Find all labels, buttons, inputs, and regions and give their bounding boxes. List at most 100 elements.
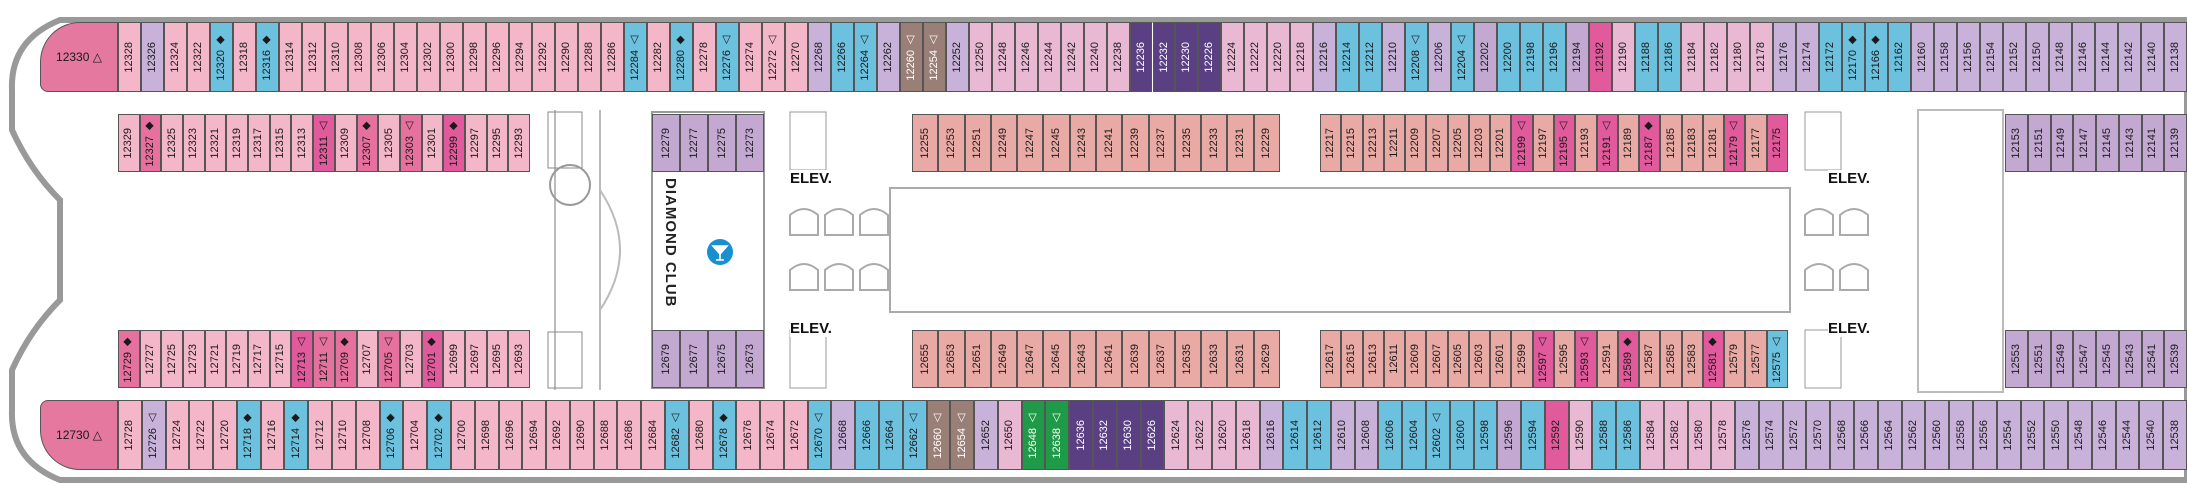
cabin[interactable]: 12545 [2096,330,2119,388]
cabin[interactable]: 12199 △ [1511,114,1533,172]
cabin[interactable]: 12688 [593,400,618,470]
cabin[interactable]: 12313 [291,114,314,172]
cabin[interactable]: 12254 △ [922,22,946,92]
cabin[interactable]: 12702 ◆ [427,400,451,470]
cabin[interactable]: 12188 [1635,22,1659,92]
cabin[interactable]: 12319 [226,114,249,172]
cabin[interactable]: 12312 [301,22,325,92]
cabin[interactable]: 12706 ◆ [379,400,404,470]
cabin[interactable]: 12651 [964,330,991,388]
cabin[interactable]: 12713 △ [291,330,314,388]
cabin[interactable]: 12146 [2072,22,2096,92]
cabin[interactable]: 12693 [508,330,530,388]
cabin[interactable]: 12584 [1640,400,1664,470]
cabin[interactable]: 12187 ◆ [1639,114,1661,172]
cabin[interactable]: 12329 [118,114,140,172]
cabin[interactable]: 12251 [964,114,991,172]
cabin[interactable]: 12603 [1468,330,1491,388]
cabin[interactable]: 12711 △ [313,330,335,388]
cabin[interactable]: 12626 [1140,400,1165,470]
cabin[interactable]: 12600 [1449,400,1474,470]
cabin[interactable]: 12324 [163,22,187,92]
cabin[interactable]: 12175 [1766,114,1788,172]
cabin[interactable]: 12224 [1221,22,1245,92]
cabin[interactable]: 12575 △ [1766,330,1788,388]
cabin[interactable]: 12183 [1681,114,1703,172]
cabin[interactable]: 12613 [1362,330,1384,388]
cabin[interactable]: 12635 [1174,330,1202,388]
cabin[interactable]: 12273 [736,114,764,172]
cabin[interactable]: 12566 [1854,400,1878,470]
cabin[interactable]: 12216 [1313,22,1337,92]
cabin[interactable]: 12233 [1201,114,1228,172]
cabin[interactable]: 12586 [1616,400,1641,470]
cabin[interactable]: 12241 [1096,114,1123,172]
cabin[interactable]: 12698 [474,400,499,470]
cabin[interactable]: 12203 [1468,114,1491,172]
cabin[interactable]: 12154 [1980,22,2004,92]
cabin[interactable]: 12668 [831,400,856,470]
cabin[interactable]: 12248 [991,22,1015,92]
cabin[interactable]: 12710 [332,400,356,470]
cabin[interactable]: 12290 [554,22,578,92]
cabin[interactable]: 12253 [938,114,965,172]
cabin[interactable]: 12655 [912,330,939,388]
cabin[interactable]: 12204 △ [1451,22,1475,92]
cabin[interactable]: 12243 [1069,114,1096,172]
cabin[interactable]: 12148 [2049,22,2073,92]
bow-suite[interactable]: 12730 △ [40,400,118,470]
cabin[interactable]: 12631 [1227,330,1254,388]
cabin[interactable]: 12652 [974,400,998,470]
cabin[interactable]: 12230 [1175,22,1199,92]
cabin[interactable]: 12709 ◆ [334,330,357,388]
cabin[interactable]: 12589 ◆ [1617,330,1640,388]
cabin[interactable]: 12653 [938,330,965,388]
cabin[interactable]: 12672 [783,400,808,470]
cabin[interactable]: 12178 [1750,22,1774,92]
cabin[interactable]: 12149 [2050,114,2074,172]
cabin[interactable]: 12153 [2005,114,2028,172]
cabin[interactable]: 12636 [1069,400,1094,470]
cabin[interactable]: 12139 [2164,114,2187,172]
cabin[interactable]: 12725 [161,330,184,388]
cabin[interactable]: 12327 ◆ [139,114,162,172]
cabin[interactable]: 12193 [1575,114,1597,172]
cabin[interactable]: 12320 ◆ [209,22,233,92]
cabin[interactable]: 12601 [1490,330,1512,388]
cabin[interactable]: 12596 [1497,400,1522,470]
cabin[interactable]: 12578 [1711,400,1736,470]
cabin[interactable]: 12218 [1290,22,1314,92]
cabin[interactable]: 12680 [688,400,713,470]
cabin[interactable]: 12576 [1735,400,1759,470]
cabin[interactable]: 12585 [1660,330,1682,388]
cabin[interactable]: 12156 [1957,22,1981,92]
cabin[interactable]: 12150 [2026,22,2050,92]
cabin[interactable]: 12715 [269,330,292,388]
cabin[interactable]: 12279 [652,114,680,172]
cabin[interactable]: 12708 [355,400,380,470]
cabin[interactable]: 12723 [183,330,205,388]
bow-suite[interactable]: 12330 △ [40,22,118,92]
cabin[interactable]: 12660 △ [926,400,951,470]
cabin[interactable]: 12543 [2118,330,2142,388]
cabin[interactable]: 12707 [356,330,379,388]
cabin[interactable]: 12189 [1617,114,1640,172]
cabin[interactable]: 12729 ◆ [118,330,140,388]
cabin[interactable]: 12138 [2164,22,2187,92]
cabin[interactable]: 12719 [226,330,249,388]
cabin[interactable]: 12328 [118,22,141,92]
cabin[interactable]: 12201 [1490,114,1512,172]
cabin[interactable]: 12272 △ [761,22,785,92]
cabin[interactable]: 12222 [1244,22,1268,92]
cabin[interactable]: 12143 [2118,114,2142,172]
cabin[interactable]: 12595 [1554,330,1576,388]
cabin[interactable]: 12650 [997,400,1022,470]
cabin[interactable]: 12633 [1201,330,1228,388]
cabin[interactable]: 12645 [1043,330,1070,388]
cabin[interactable]: 12540 [2139,400,2164,470]
cabin[interactable]: 12679 [652,330,680,388]
cabin[interactable]: 12637 [1148,330,1175,388]
cabin[interactable]: 12220 [1267,22,1291,92]
cabin[interactable]: 12550 [2044,400,2069,470]
cabin[interactable]: 12581 ◆ [1702,330,1725,388]
